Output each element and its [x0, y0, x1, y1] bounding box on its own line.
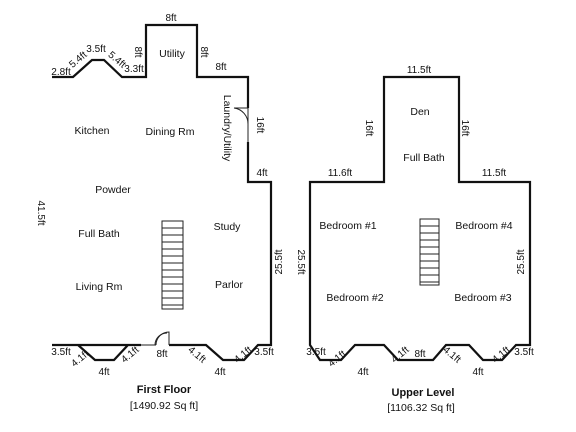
- room-utility: Utility: [159, 48, 185, 60]
- upper-level-area: [1106.32 Sq ft]: [387, 402, 455, 414]
- dim-upper-se-a: 3.5ft: [514, 347, 534, 358]
- dim-nw-c: 3.5ft: [86, 44, 106, 55]
- upper-level-outline: [308, 75, 532, 362]
- dim-right-side: 25.5ft: [274, 249, 285, 274]
- dim-upper-sw-b: 4.1ft: [326, 348, 348, 369]
- dim-sw-c: 4.1ft: [119, 344, 141, 365]
- first-floor-plan: Utility Kitchen Dining Rm Laundry/Utilit…: [35, 13, 285, 412]
- dim-se-c: 4.1ft: [186, 345, 208, 366]
- room-bedroom-1: Bedroom #1: [319, 220, 376, 232]
- first-floor-outline: [52, 23, 273, 362]
- dim-upper-se-b: 4.1ft: [490, 344, 512, 365]
- room-full-bath: Full Bath: [78, 228, 120, 240]
- dim-utility-left: 8ft: [132, 46, 143, 57]
- dim-utility-right: 8ft: [198, 46, 209, 57]
- dim-se-b: 4.1ft: [232, 344, 254, 365]
- dim-upper-mid-a: 4.1ft: [389, 344, 411, 365]
- dim-upper-bot-left: 4ft: [357, 367, 368, 378]
- room-bedroom-4: Bedroom #4: [455, 220, 512, 232]
- dim-right-jog: 8ft: [215, 62, 226, 73]
- dim-nw-a: 2.8ft: [51, 67, 71, 78]
- room-den: Den: [410, 106, 429, 118]
- room-bedroom-3: Bedroom #3: [454, 292, 511, 304]
- dim-upper-left-side: 25.5ft: [295, 249, 306, 274]
- first-floor-title: First Floor: [137, 384, 192, 396]
- dim-upper-mid-b: 4.1ft: [441, 345, 463, 366]
- dim-upper-left-tower: 16ft: [363, 120, 374, 137]
- room-parlor: Parlor: [215, 279, 244, 291]
- dim-upper-top: 11.5ft: [407, 65, 431, 76]
- first-floor-stairs: [161, 220, 184, 310]
- dim-left-side: 41.5ft: [35, 200, 46, 225]
- dim-utility-top: 8ft: [165, 13, 176, 24]
- dim-upper-mid: 8ft: [414, 349, 425, 360]
- upper-level-stairs: [419, 218, 440, 286]
- room-study: Study: [214, 221, 242, 233]
- front-door-swing-left: [154, 332, 168, 346]
- dim-bot-mid: 8ft: [156, 349, 167, 360]
- room-bedroom-2: Bedroom #2: [326, 292, 383, 304]
- dim-bot-right: 4ft: [214, 367, 225, 378]
- dim-nw-e: 3.3ft: [124, 64, 144, 75]
- room-kitchen: Kitchen: [74, 125, 109, 137]
- room-living: Living Rm: [76, 281, 123, 293]
- room-powder: Powder: [95, 184, 131, 196]
- dim-se-a: 3.5ft: [254, 347, 274, 358]
- dim-upper-left-wing: 11.6ft: [328, 168, 352, 179]
- dim-upper-sw-a: 3.5ft: [306, 347, 326, 358]
- side-door-swing: [233, 107, 249, 125]
- dim-upper-right-tower: 16ft: [459, 120, 470, 137]
- dim-bot-left: 4ft: [98, 367, 109, 378]
- room-dining: Dining Rm: [145, 126, 194, 138]
- room-upper-full-bath: Full Bath: [403, 152, 445, 164]
- dim-step: 4ft: [256, 168, 267, 179]
- upper-level-title: Upper Level: [392, 387, 455, 399]
- dim-sw-b: 4.1ft: [69, 348, 91, 369]
- dim-sw-a: 3.5ft: [51, 347, 71, 358]
- upper-level-plan: Den Full Bath Bedroom #1 Bedroom #4 Bedr…: [295, 65, 534, 414]
- room-laundry: Laundry/Utility: [221, 95, 233, 162]
- dim-laundry-wall: 16ft: [254, 117, 265, 134]
- dim-upper-bot-right: 4ft: [472, 367, 483, 378]
- first-floor-area: [1490.92 Sq ft]: [130, 400, 198, 412]
- dim-upper-right-side: 25.5ft: [516, 249, 527, 274]
- dim-upper-right-wing: 11.5ft: [482, 168, 506, 179]
